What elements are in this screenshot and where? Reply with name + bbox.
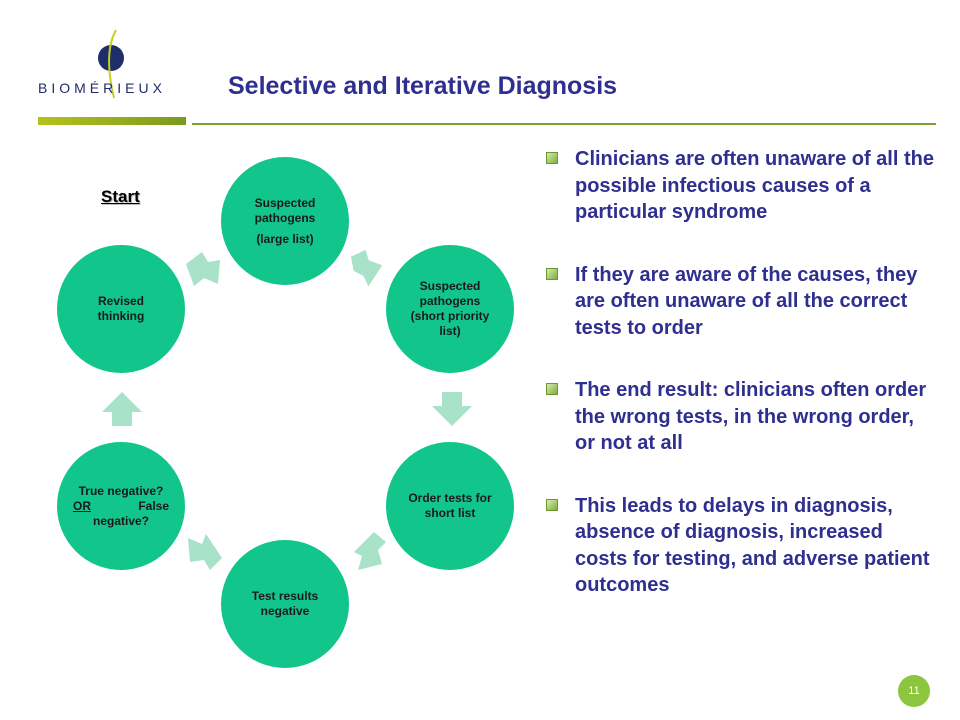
arrow-truenegative-to-revised bbox=[102, 392, 142, 426]
bullet-list: Clinicians are often unaware of all the … bbox=[546, 146, 938, 635]
node-text: Order tests for short list bbox=[408, 491, 492, 520]
logo-wordmark: BIOMÉRIEUX bbox=[38, 80, 166, 96]
slide-title: Selective and Iterative Diagnosis bbox=[228, 72, 618, 100]
node-suspected-pathogens-large: Suspected pathogens (large list) bbox=[221, 157, 349, 285]
arrow-revised-to-large bbox=[182, 248, 222, 288]
bullet-text: If they are aware of the causes, they ar… bbox=[575, 263, 918, 339]
arrow-short-to-order bbox=[432, 392, 472, 426]
node-test-results-negative: Test results negative bbox=[221, 540, 349, 668]
node-suspected-pathogens-short: Suspected pathogens (short priority list… bbox=[386, 245, 514, 373]
bullet-square-icon bbox=[546, 267, 558, 280]
start-label: Start bbox=[101, 187, 140, 206]
biomerieux-logo bbox=[98, 29, 124, 99]
arrow-order-to-results bbox=[352, 532, 390, 572]
bullet-item: The end result: clinicians often order t… bbox=[546, 377, 938, 457]
node-order-tests: Order tests for short list bbox=[386, 442, 514, 570]
bullet-text: The end result: clinicians often order t… bbox=[575, 379, 927, 454]
node-revised-thinking: Revised thinking bbox=[57, 245, 185, 373]
bullet-item: This leads to delays in diagnosis, absen… bbox=[546, 493, 938, 599]
bullet-item: Clinicians are often unaware of all the … bbox=[546, 146, 938, 226]
node-subtext: (large list) bbox=[256, 231, 314, 246]
arrow-large-to-short bbox=[346, 248, 386, 288]
bullet-square-icon bbox=[546, 498, 558, 511]
bullet-text: This leads to delays in diagnosis, absen… bbox=[575, 494, 930, 597]
node-true-false-negative: True negative? OR False negative? bbox=[57, 442, 185, 570]
bullet-text: Clinicians are often unaware of all the … bbox=[575, 148, 934, 223]
node-text: Test results negative bbox=[251, 589, 319, 618]
node-or-line: OR False bbox=[73, 499, 169, 514]
node-text: Revised thinking bbox=[97, 294, 145, 323]
bullet-square-icon bbox=[546, 383, 558, 395]
node-text: True negative? bbox=[78, 483, 164, 498]
bullet-item: If they are aware of the causes, they ar… bbox=[546, 262, 938, 342]
false-text: False bbox=[138, 498, 169, 513]
cycle-diagram: Start Suspected pathogens (large list) S… bbox=[0, 130, 520, 690]
node-text: Suspected pathogens (short priority list… bbox=[410, 279, 490, 338]
header-divider bbox=[192, 123, 936, 125]
bullet-square-icon bbox=[546, 152, 558, 164]
page-number: 11 bbox=[898, 675, 930, 707]
or-text: OR bbox=[73, 498, 91, 513]
node-text: Suspected pathogens bbox=[254, 195, 316, 225]
node-text: negative? bbox=[92, 513, 149, 528]
logo-bar bbox=[38, 117, 186, 125]
arrow-results-to-truenegative bbox=[186, 532, 226, 572]
